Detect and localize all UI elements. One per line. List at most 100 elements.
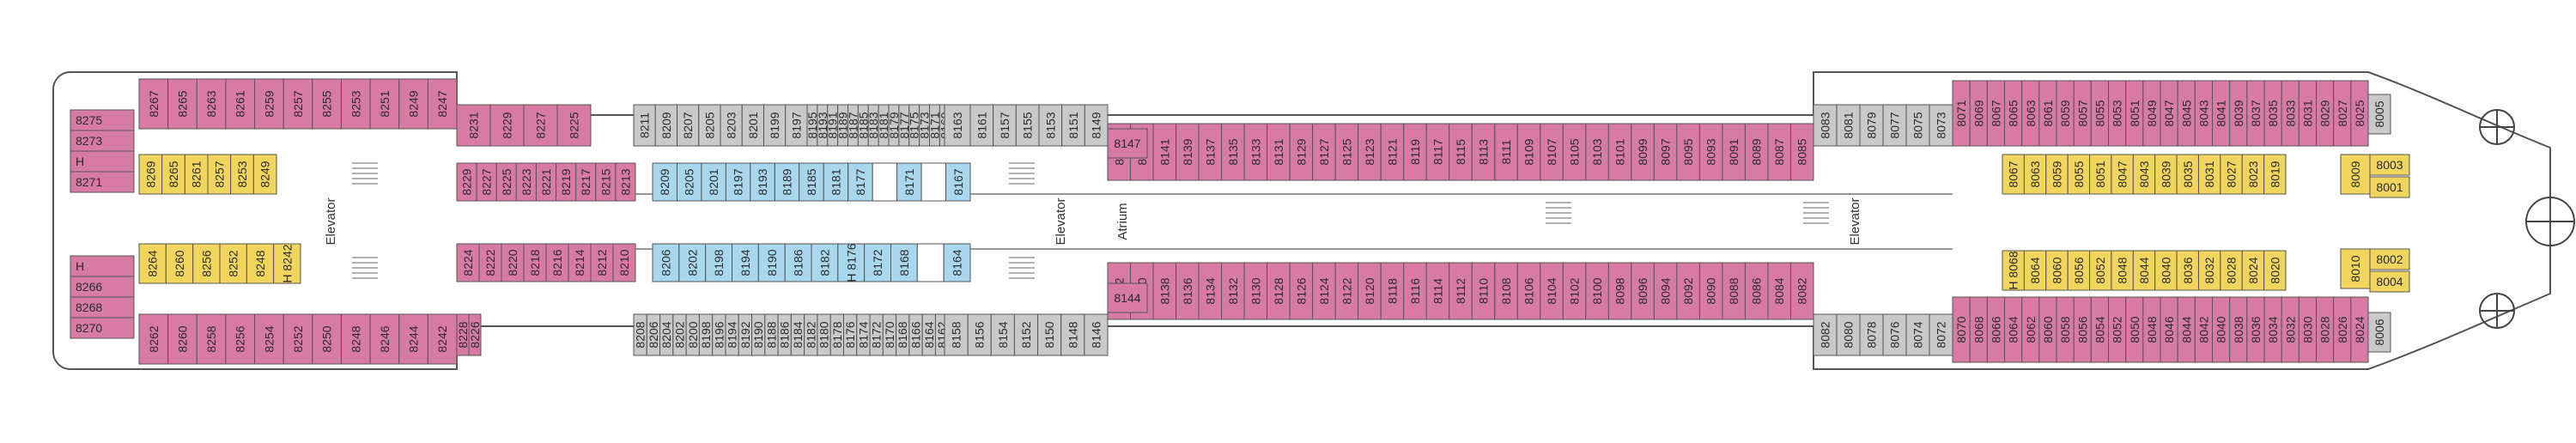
cabin-8264[interactable] — [138, 243, 167, 284]
cabin-8226[interactable] — [468, 313, 482, 356]
cabin-8205[interactable] — [698, 104, 721, 147]
cabin-8229[interactable] — [489, 104, 525, 147]
cabin-8106[interactable] — [1516, 262, 1541, 320]
cabin-8086[interactable] — [1744, 262, 1769, 320]
cabin-8104[interactable] — [1540, 262, 1564, 320]
cabin-8124[interactable] — [1312, 262, 1336, 320]
cabin-8129[interactable] — [1289, 123, 1314, 181]
cabin-8127[interactable] — [1312, 123, 1336, 181]
cabin-8079[interactable] — [1859, 104, 1884, 147]
cabin-8156[interactable] — [967, 313, 992, 356]
cabin-8059[interactable] — [2045, 154, 2069, 195]
cabin-8004[interactable] — [2369, 270, 2410, 293]
cabin-8227[interactable] — [523, 104, 558, 147]
cabin-8249[interactable] — [398, 78, 428, 130]
cabin-8103[interactable] — [1585, 123, 1609, 181]
cabin-8132[interactable] — [1221, 262, 1245, 320]
cabin-8077[interactable] — [1882, 104, 1907, 147]
cabin-8181[interactable] — [823, 162, 849, 202]
cabin-8001[interactable] — [2369, 176, 2410, 198]
cabin-8213[interactable] — [615, 162, 636, 202]
cabin-8151[interactable] — [1061, 104, 1085, 147]
cabin-8075[interactable] — [1905, 104, 1930, 147]
cabin-8253[interactable] — [340, 78, 371, 130]
cabin-8085[interactable] — [1789, 123, 1814, 181]
cabin-8095[interactable] — [1676, 123, 1700, 181]
cabin-8073[interactable] — [1929, 104, 1953, 147]
cabin-8150[interactable] — [1037, 313, 1062, 356]
cabin-8098[interactable] — [1607, 262, 1632, 320]
cabin-8028[interactable] — [2220, 250, 2243, 291]
cabin-8201[interactable] — [701, 162, 726, 202]
cabin-8172[interactable] — [864, 243, 892, 282]
cabin-8193[interactable] — [750, 162, 775, 202]
cabin-8269[interactable] — [138, 154, 163, 195]
cabin-8198[interactable] — [705, 243, 733, 282]
cabin-8275[interactable] — [70, 109, 135, 131]
cabin-8265[interactable] — [161, 154, 185, 195]
cabin-8074[interactable] — [1905, 313, 1930, 356]
cabin-8141[interactable] — [1152, 123, 1177, 181]
cabin-8224[interactable] — [456, 243, 480, 282]
cabin-8256[interactable] — [225, 313, 256, 365]
cabin-8185[interactable] — [799, 162, 824, 202]
cabin-8266[interactable] — [70, 276, 135, 298]
cabin-8136[interactable] — [1176, 262, 1200, 320]
cabin-8197[interactable] — [785, 104, 808, 147]
cabin-8091[interactable] — [1722, 123, 1746, 181]
cabin-8257[interactable] — [283, 78, 313, 130]
cabin-blank[interactable] — [872, 162, 898, 202]
cabin-8182[interactable] — [811, 243, 839, 282]
cabin-8139[interactable] — [1176, 123, 1200, 181]
cabin-8248[interactable] — [246, 243, 275, 284]
cabin-8113[interactable] — [1471, 123, 1496, 181]
cabin-8190[interactable] — [757, 243, 786, 282]
cabin-8056[interactable] — [2067, 250, 2091, 291]
cabin-8257[interactable] — [207, 154, 232, 195]
cabin-8214[interactable] — [568, 243, 592, 282]
cabin-8020[interactable] — [2263, 250, 2287, 291]
cabin-8144[interactable] — [1107, 282, 1148, 313]
cabin-8197[interactable] — [725, 162, 751, 202]
cabin-8152[interactable] — [1013, 313, 1039, 356]
cabin-8147[interactable] — [1107, 128, 1148, 159]
cabin-8244[interactable] — [398, 313, 428, 365]
cabin-8220[interactable] — [501, 243, 525, 282]
cabin-8164[interactable] — [943, 243, 971, 282]
cabin-H[interactable] — [70, 255, 135, 277]
cabin-8078[interactable] — [1859, 313, 1884, 356]
cabin-8210[interactable] — [612, 243, 636, 282]
cabin-8060[interactable] — [2045, 250, 2069, 291]
cabin-8130[interactable] — [1243, 262, 1268, 320]
cabin-8092[interactable] — [1676, 262, 1700, 320]
cabin-8082[interactable] — [1789, 262, 1814, 320]
cabin-8259[interactable] — [254, 78, 284, 130]
cabin-8189[interactable] — [774, 162, 800, 202]
cabin-8154[interactable] — [990, 313, 1015, 356]
cabin-8101[interactable] — [1607, 123, 1632, 181]
cabin-8157[interactable] — [993, 104, 1017, 147]
cabin-8055[interactable] — [2067, 154, 2091, 195]
cabin-8225[interactable] — [556, 104, 592, 147]
cabin-8216[interactable] — [545, 243, 569, 282]
cabin-8206[interactable] — [652, 243, 680, 282]
cabin-8252[interactable] — [283, 313, 313, 365]
cabin-8207[interactable] — [677, 104, 700, 147]
cabin-8254[interactable] — [254, 313, 284, 365]
cabin-8099[interactable] — [1631, 123, 1655, 181]
cabin-8002[interactable] — [2369, 248, 2410, 270]
cabin-8146[interactable] — [1084, 313, 1109, 356]
cabin-H[interactable] — [70, 150, 135, 173]
cabin-8005[interactable] — [2367, 94, 2391, 135]
cabin-8201[interactable] — [741, 104, 764, 147]
cabin-8153[interactable] — [1038, 104, 1063, 147]
cabin-8186[interactable] — [784, 243, 812, 282]
cabin-8003[interactable] — [2369, 154, 2410, 176]
cabin-8039[interactable] — [2154, 154, 2178, 195]
cabin-8205[interactable] — [676, 162, 702, 202]
cabin-8168[interactable] — [890, 243, 918, 282]
cabin-8248[interactable] — [340, 313, 371, 365]
cabin-8047[interactable] — [2111, 154, 2134, 195]
cabin-8267[interactable] — [138, 78, 169, 130]
cabin-8260[interactable] — [167, 313, 197, 365]
